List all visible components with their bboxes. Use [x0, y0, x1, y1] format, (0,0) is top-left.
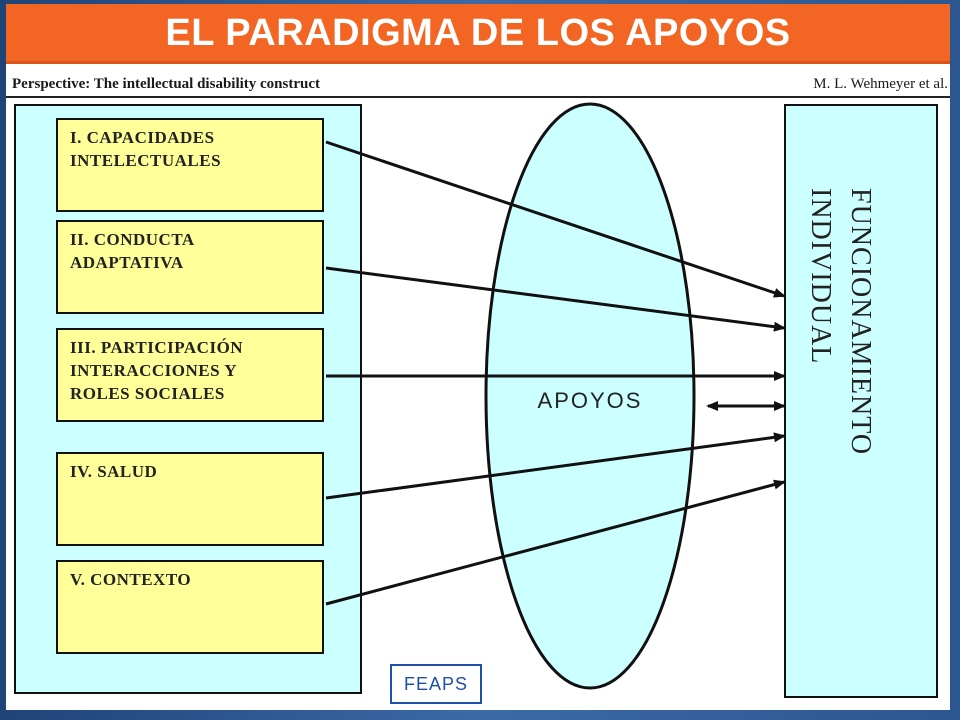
- slide-title: EL PARADIGMA DE LOS APOYOS: [165, 12, 791, 54]
- arrow-contexto: [325, 479, 786, 606]
- outcome-panel: [784, 104, 938, 698]
- dimension-line: INTERACCIONES Y: [70, 361, 237, 380]
- dimension-line: V. CONTEXTO: [70, 570, 192, 589]
- dimension-box-contexto: V. CONTEXTO: [56, 560, 324, 654]
- dimension-line: III. PARTICIPACIÓN: [70, 338, 244, 357]
- supports-label: APOYOS: [537, 388, 643, 413]
- dimension-line: I. CAPACIDADES: [70, 128, 215, 147]
- authors-caption: M. L. Wehmeyer et al.: [813, 76, 948, 92]
- dimension-box-capacidades: I. CAPACIDADES INTELECTUALES: [56, 118, 324, 212]
- dimension-box-salud: IV. SALUD: [56, 452, 324, 546]
- perspective-caption: Perspective: The intellectual disability…: [12, 76, 321, 92]
- dimension-line: ADAPTATIVA: [70, 253, 184, 272]
- arrow-capacidades: [325, 140, 786, 298]
- arrow-conducta: [325, 266, 786, 332]
- dimension-line: INTELECTUALES: [70, 151, 222, 170]
- feaps-badge: FEAPS: [390, 664, 482, 704]
- title-bar: EL PARADIGMA DE LOS APOYOS: [6, 4, 950, 64]
- outcome-label: FUNCIONAMIENTO INDIVIDUAL: [805, 188, 876, 456]
- supports-ellipse: [484, 102, 696, 690]
- dimension-line: II. CONDUCTA: [70, 230, 195, 249]
- dimension-box-participacion: III. PARTICIPACIÓN INTERACCIONES Y ROLES…: [56, 328, 324, 422]
- dimension-line: IV. SALUD: [70, 462, 158, 481]
- header-rule: [6, 96, 950, 98]
- dimension-box-conducta: II. CONDUCTA ADAPTATIVA: [56, 220, 324, 314]
- arrow-salud: [325, 432, 786, 500]
- dimension-line: ROLES SOCIALES: [70, 384, 225, 403]
